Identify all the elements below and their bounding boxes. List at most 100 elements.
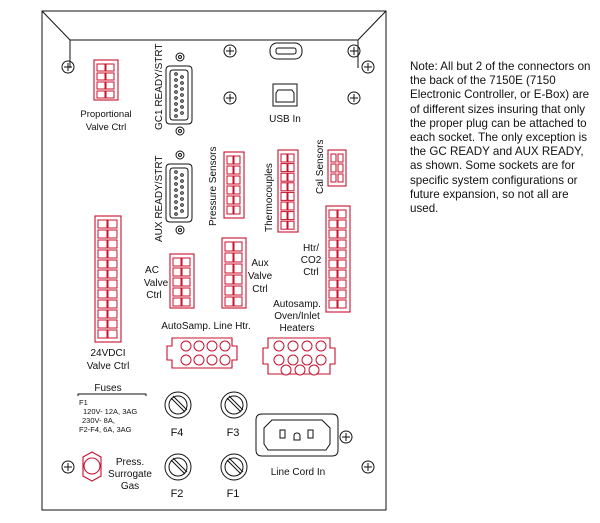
ac-valve-connector bbox=[169, 253, 195, 309]
connector-pin bbox=[107, 299, 118, 309]
connector-pin bbox=[181, 277, 191, 287]
label-line-cord: Line Cord In bbox=[271, 467, 325, 478]
connector-pin bbox=[107, 329, 118, 339]
connector-pin bbox=[301, 354, 313, 366]
connector-pin bbox=[181, 287, 191, 297]
connector-pin bbox=[107, 239, 118, 249]
label-autosamp-oven-2: Oven/Inlet bbox=[274, 311, 320, 322]
connector-pin bbox=[226, 195, 234, 205]
connector-pin bbox=[180, 87, 184, 91]
connector-pin bbox=[97, 289, 108, 299]
connector-pin bbox=[337, 219, 347, 229]
label-ac-valve-2: Valve bbox=[144, 278, 169, 289]
connector-pin bbox=[97, 219, 108, 229]
connector-pin bbox=[180, 203, 184, 207]
screw-icon bbox=[61, 44, 375, 474]
note-text: Note: All but 2 of the connectors on the… bbox=[410, 60, 591, 216]
connector-pin bbox=[97, 299, 108, 309]
autosamp-line-htr-connector bbox=[166, 337, 238, 369]
connector-pin bbox=[287, 172, 295, 182]
label-press-1: Press. bbox=[116, 457, 144, 468]
24vdc-valve-connector bbox=[94, 215, 122, 343]
connector-pin bbox=[226, 175, 234, 185]
connector-pin bbox=[233, 252, 243, 263]
connector-pin bbox=[337, 173, 344, 183]
aux-ready-connector bbox=[165, 150, 193, 235]
label-proportional-2: Valve Ctrl bbox=[86, 122, 126, 133]
connector-pin bbox=[233, 155, 241, 165]
connector-pin bbox=[224, 285, 234, 296]
connector-pin bbox=[174, 200, 178, 204]
connector-pin bbox=[174, 194, 178, 198]
cal-sensors-connector bbox=[327, 149, 347, 187]
connector-pin bbox=[328, 239, 338, 249]
connector-pin bbox=[174, 182, 178, 186]
connector-pin bbox=[174, 176, 178, 180]
label-fuse-spec-2: 120V- 12A, 3AG bbox=[83, 407, 137, 416]
connector-pin bbox=[174, 170, 178, 174]
connector-pin bbox=[174, 114, 178, 118]
connector-pin bbox=[224, 274, 234, 285]
connector-pin bbox=[105, 63, 115, 72]
connector-pin bbox=[280, 172, 288, 182]
connector-pin bbox=[107, 269, 118, 279]
label-24vdc-1: 24VDCI bbox=[90, 348, 125, 359]
label-proportional-1: Proportional bbox=[80, 109, 131, 120]
connector-pin bbox=[96, 90, 106, 99]
connector-pin bbox=[174, 188, 178, 192]
connector-pin bbox=[287, 354, 299, 366]
connector-pin bbox=[193, 354, 205, 366]
thermocouples-connector bbox=[277, 149, 299, 233]
label-thermo: Thermocouples bbox=[264, 163, 275, 232]
htr-co2-connector bbox=[325, 205, 351, 313]
connector-pin bbox=[337, 153, 344, 163]
label-htr-3: Ctrl bbox=[303, 267, 319, 278]
connector-pin bbox=[180, 93, 184, 97]
connector-pin bbox=[180, 75, 184, 79]
connector-pin bbox=[280, 211, 288, 221]
connector-pin bbox=[226, 165, 234, 175]
connector-pin bbox=[328, 259, 338, 269]
connector-pin bbox=[180, 197, 184, 201]
connector-pin bbox=[174, 102, 178, 106]
connector-pin bbox=[105, 81, 115, 90]
connector-pin bbox=[174, 96, 178, 100]
label-f2: F2 bbox=[171, 488, 184, 500]
connector-pin bbox=[172, 297, 182, 307]
connector-pin bbox=[280, 191, 288, 201]
connector-pin bbox=[233, 165, 241, 175]
connector-pin bbox=[174, 72, 178, 76]
connector-pin bbox=[219, 354, 231, 366]
connector-pin bbox=[328, 289, 338, 299]
label-pressure: Pressure Sensors bbox=[208, 147, 219, 226]
label-fuse-spec-3: 230V- 8A, bbox=[82, 416, 115, 425]
connector-pin bbox=[180, 191, 184, 195]
connector-pin bbox=[107, 229, 118, 239]
connector-pin bbox=[172, 287, 182, 297]
fuses-bracket bbox=[77, 393, 147, 396]
label-autosamp-oven-1: Autosamp. bbox=[273, 299, 321, 310]
connector-pin bbox=[181, 257, 191, 267]
connector-pin bbox=[180, 173, 184, 177]
connector-pin bbox=[233, 205, 241, 215]
connector-pin bbox=[97, 239, 108, 249]
connector-pin bbox=[337, 289, 347, 299]
connector-pin bbox=[180, 105, 184, 109]
label-cal: Cal Sensors bbox=[315, 140, 326, 194]
fuse-holder bbox=[164, 391, 248, 481]
connector-pin bbox=[107, 249, 118, 259]
connector-pin bbox=[224, 241, 234, 252]
connector-pin bbox=[233, 241, 243, 252]
connector-pin bbox=[337, 209, 347, 219]
label-press-2: Surrogate bbox=[108, 469, 152, 480]
connector-pin bbox=[105, 90, 115, 99]
connector-pin bbox=[287, 211, 295, 221]
connector-pin bbox=[96, 81, 106, 90]
label-ac-valve-3: Ctrl bbox=[146, 290, 162, 301]
connector-pin bbox=[280, 182, 288, 192]
connector-pin bbox=[280, 201, 288, 211]
connector-pin bbox=[301, 340, 313, 352]
connector-pin bbox=[337, 229, 347, 239]
connector-pin bbox=[180, 179, 184, 183]
